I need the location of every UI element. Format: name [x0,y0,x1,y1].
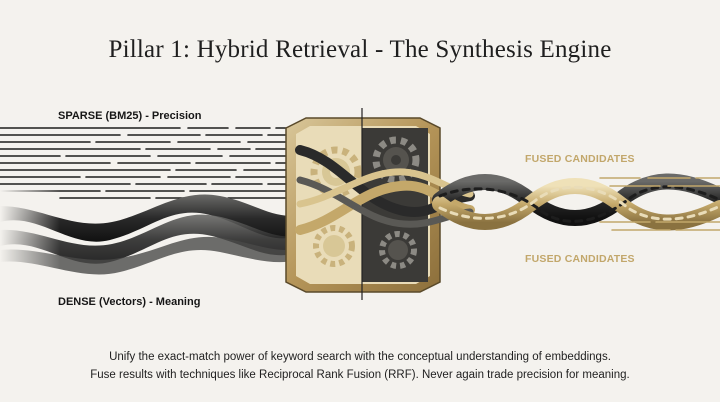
fused-rope [432,173,720,231]
gear-icon [372,136,420,184]
fused-candidates-label-bottom: FUSED CANDIDATES [525,253,635,265]
gear-icon [379,231,417,269]
gear-icon [313,225,355,267]
fused-lines [599,177,720,231]
caption-line-1: Unify the exact-match power of keyword s… [109,351,611,363]
page-title: Pillar 1: Hybrid Retrieval - The Synthes… [108,36,612,63]
fused-candidates-label-top: FUSED CANDIDATES [525,153,635,165]
dense-label: DENSE (Vectors) - Meaning [58,296,201,308]
sparse-lines [0,127,301,199]
caption: Unify the exact-match power of keyword s… [0,348,720,384]
caption-line-2: Fuse results with techniques like Recipr… [90,369,630,381]
sparse-label: SPARSE (BM25) - Precision [58,110,202,122]
dense-ribbon [0,190,320,290]
